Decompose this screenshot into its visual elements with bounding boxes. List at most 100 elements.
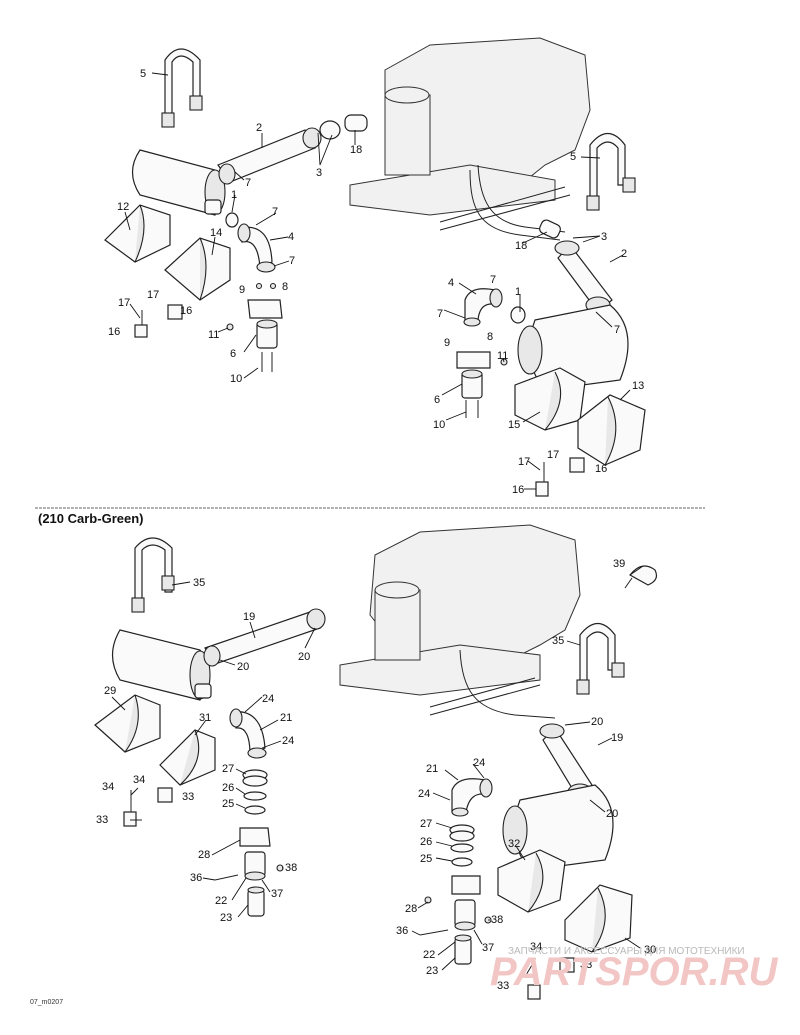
- callout-3-right: 3: [601, 231, 607, 243]
- callout-37-left: 37: [271, 888, 283, 900]
- callout-21-right: 21: [426, 763, 438, 775]
- hose-left-top: [217, 114, 368, 185]
- callout-26-left: 26: [222, 782, 234, 794]
- cable-tie-39: [624, 565, 658, 589]
- callout-21-left: 21: [280, 712, 292, 724]
- callout-19-left: 19: [243, 611, 255, 623]
- callout-15: 15: [508, 419, 520, 431]
- callout-28-left: 28: [198, 849, 210, 861]
- callout-38-right: 38: [491, 914, 503, 926]
- hose-left-bottom: [203, 608, 326, 667]
- elbow-right-top: [463, 288, 503, 327]
- callout-33-left-b: 33: [96, 814, 108, 826]
- callout-24-left-a: 24: [262, 693, 274, 705]
- callout-labels-top: 5 2 3 18 7 1 12 14 7 4 7 9 8 17 17 16 16…: [108, 68, 644, 496]
- callout-33-right-a: 33: [580, 959, 592, 971]
- top-section: 5 2 3 18 7 1 12 14 7 4 7 9 8 17 17 16 16…: [104, 37, 646, 497]
- callout-7-left-b: 7: [272, 206, 278, 218]
- heat-shields-left-top: [104, 204, 231, 301]
- callout-11-left: 11: [208, 329, 219, 341]
- callout-25-right: 25: [420, 853, 432, 865]
- callout-20-left-b: 20: [237, 661, 249, 673]
- muffler-right-bottom: [502, 784, 614, 871]
- engine-block-bottom: [339, 524, 581, 719]
- callout-32: 32: [508, 838, 520, 850]
- callout-1-left: 1: [231, 189, 237, 201]
- leader-lines-bottom: [111, 565, 644, 976]
- callout-36-left: 36: [190, 872, 202, 884]
- outlet-left-top: [226, 282, 283, 372]
- callout-33-left-a: 33: [182, 791, 194, 803]
- leader-lines-top: [124, 72, 631, 490]
- callout-17-left-b: 17: [147, 289, 159, 301]
- callout-35-left: 35: [193, 577, 205, 589]
- callout-36-right: 36: [396, 925, 408, 937]
- callout-35-right: 35: [552, 635, 564, 647]
- bottom-section: 35 19 20 20 29 24 31 21 24 27 26 25 34 3…: [94, 524, 658, 1000]
- callout-7-left-c: 7: [289, 255, 295, 267]
- callout-37-right: 37: [482, 942, 494, 954]
- engine-block-top: [349, 37, 591, 241]
- section-title: (210 Carb-Green): [38, 511, 143, 526]
- rings-right-bottom: [449, 824, 475, 867]
- callout-17-right-a: 17: [518, 456, 530, 468]
- clips-right-top: [535, 457, 585, 497]
- callout-17-right-b: 17: [547, 449, 559, 461]
- figure-code: 07_m0207: [30, 999, 63, 1006]
- callout-29: 29: [104, 685, 116, 697]
- watermark-logo: PARTSPOR.RU: [490, 950, 779, 994]
- watermark-tagline: ЗАПЧАСТИ И АКСЕССУАРЫ ДЛЯ МОТОТЕХНИКИ: [508, 946, 745, 957]
- clips-left-bottom: [123, 787, 173, 827]
- outlet-right-bottom: [419, 875, 492, 965]
- strap-left-bottom: [131, 537, 175, 613]
- muffler-left-top: [131, 149, 226, 216]
- callout-20-left-a: 20: [298, 651, 310, 663]
- callout-24-right-a: 24: [473, 757, 485, 769]
- callout-3-left: 3: [316, 167, 322, 179]
- callout-16-right-a: 16: [595, 463, 607, 475]
- callout-31: 31: [199, 712, 211, 724]
- callout-38-left: 38: [285, 862, 297, 874]
- callout-20-right-b: 20: [606, 808, 618, 820]
- callout-6-right: 6: [434, 394, 440, 406]
- callout-9-left: 9: [239, 284, 245, 296]
- strap-right-bottom: [576, 622, 625, 695]
- clips-right-bottom: [527, 957, 575, 1000]
- callout-8-right: 8: [487, 331, 493, 343]
- callout-24-right-b: 24: [418, 788, 430, 800]
- callout-1-right: 1: [515, 286, 521, 298]
- strap-right-top: [586, 132, 636, 211]
- callout-34-left-a: 34: [102, 781, 114, 793]
- callout-18-right: 18: [515, 240, 527, 252]
- callout-22-left: 22: [215, 895, 227, 907]
- callout-23-left: 23: [220, 912, 232, 924]
- callout-4-left: 4: [288, 231, 294, 243]
- callout-24-left-b: 24: [282, 735, 294, 747]
- callout-34-left-b: 34: [133, 774, 145, 786]
- heat-shields-right-top: [514, 367, 646, 466]
- callout-16-left-b: 16: [108, 326, 120, 338]
- callout-18-left: 18: [350, 144, 362, 156]
- callout-33-right-b: 33: [497, 980, 509, 992]
- callout-16-right-b: 16: [512, 484, 524, 496]
- callout-17-left-a: 17: [118, 297, 130, 309]
- heat-shields-left-bottom: [94, 694, 216, 786]
- callout-5-left: 5: [140, 68, 146, 80]
- callout-11-right: 11: [497, 350, 508, 362]
- callout-25-left: 25: [222, 798, 234, 810]
- elbow-left-bottom: [229, 708, 267, 759]
- callout-30: 30: [644, 944, 656, 956]
- callout-7-right-a: 7: [490, 274, 496, 286]
- elbow-right-bottom: [451, 778, 493, 817]
- callout-28-right: 28: [405, 903, 417, 915]
- callout-8-left: 8: [282, 281, 288, 293]
- callout-26-right: 26: [420, 836, 432, 848]
- heat-shields-right-bottom: [497, 849, 633, 953]
- callout-14: 14: [210, 227, 222, 239]
- callout-19-right: 19: [611, 732, 623, 744]
- callout-2-right: 2: [621, 248, 627, 260]
- callout-34-right-a: 34: [530, 941, 542, 953]
- callout-23-right: 23: [426, 965, 438, 977]
- muffler-right-top: [510, 304, 629, 391]
- callout-39: 39: [613, 558, 625, 570]
